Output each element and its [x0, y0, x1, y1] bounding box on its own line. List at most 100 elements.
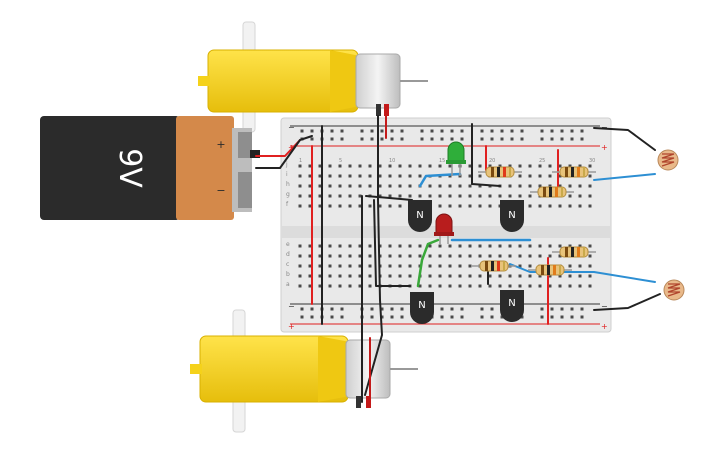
rail-hole[interactable] [570, 307, 574, 311]
rail-hole[interactable] [580, 307, 584, 311]
rail-hole[interactable] [460, 129, 464, 133]
breadboard-hole[interactable] [468, 164, 472, 168]
breadboard-hole[interactable] [438, 184, 442, 188]
rail-hole[interactable] [480, 307, 484, 311]
transistor-2[interactable]: N [500, 200, 524, 232]
breadboard-hole[interactable] [368, 264, 372, 268]
breadboard-hole[interactable] [398, 204, 402, 208]
breadboard-hole[interactable] [338, 284, 342, 288]
breadboard-hole[interactable] [448, 164, 452, 168]
wire-ldr-bottom-black[interactable] [593, 293, 661, 311]
rail-hole[interactable] [480, 129, 484, 133]
breadboard-hole[interactable] [328, 194, 332, 198]
breadboard-hole[interactable] [578, 204, 582, 208]
breadboard-hole[interactable] [398, 184, 402, 188]
breadboard-hole[interactable] [308, 254, 312, 258]
breadboard-hole[interactable] [388, 194, 392, 198]
rail-hole[interactable] [550, 315, 554, 319]
breadboard-hole[interactable] [308, 204, 312, 208]
breadboard-hole[interactable] [528, 254, 532, 258]
breadboard-hole[interactable] [428, 254, 432, 258]
breadboard-hole[interactable] [438, 254, 442, 258]
rail-hole[interactable] [480, 137, 484, 141]
breadboard-hole[interactable] [548, 164, 552, 168]
rail-hole[interactable] [580, 137, 584, 141]
rail-hole[interactable] [400, 315, 404, 319]
resistor-2[interactable] [530, 186, 574, 198]
breadboard-hole[interactable] [318, 254, 322, 258]
breadboard-hole[interactable] [498, 194, 502, 198]
breadboard-hole[interactable] [338, 174, 342, 178]
breadboard-hole[interactable] [368, 274, 372, 278]
rail-hole[interactable] [370, 129, 374, 133]
rail-hole[interactable] [520, 137, 524, 141]
breadboard-hole[interactable] [588, 164, 592, 168]
breadboard-hole[interactable] [458, 204, 462, 208]
breadboard-hole[interactable] [398, 264, 402, 268]
battery-9v[interactable]: 9V + − [40, 116, 260, 220]
breadboard-hole[interactable] [538, 184, 542, 188]
breadboard-hole[interactable] [408, 174, 412, 178]
rail-hole[interactable] [450, 315, 454, 319]
rail-hole[interactable] [490, 137, 494, 141]
rail-hole[interactable] [400, 307, 404, 311]
led-green[interactable] [446, 141, 466, 176]
rail-hole[interactable] [440, 129, 444, 133]
breadboard-hole[interactable] [468, 174, 472, 178]
breadboard-hole[interactable] [548, 174, 552, 178]
breadboard-hole[interactable] [498, 164, 502, 168]
breadboard-hole[interactable] [558, 204, 562, 208]
breadboard-hole[interactable] [388, 244, 392, 248]
breadboard-hole[interactable] [588, 284, 592, 288]
breadboard-hole[interactable] [398, 244, 402, 248]
rail-hole[interactable] [540, 129, 544, 133]
breadboard-hole[interactable] [448, 184, 452, 188]
breadboard-hole[interactable] [378, 184, 382, 188]
breadboard-hole[interactable] [508, 254, 512, 258]
breadboard-hole[interactable] [398, 164, 402, 168]
rail-hole[interactable] [380, 315, 384, 319]
breadboard-hole[interactable] [308, 274, 312, 278]
breadboard-hole[interactable] [458, 254, 462, 258]
rail-hole[interactable] [460, 315, 464, 319]
breadboard-hole[interactable] [508, 164, 512, 168]
breadboard-hole[interactable] [398, 194, 402, 198]
breadboard-hole[interactable] [588, 254, 592, 258]
rail-hole[interactable] [500, 137, 504, 141]
rail-hole[interactable] [400, 137, 404, 141]
breadboard-hole[interactable] [358, 174, 362, 178]
breadboard-hole[interactable] [318, 244, 322, 248]
breadboard-hole[interactable] [538, 274, 542, 278]
transistor-3[interactable]: N [410, 292, 434, 324]
breadboard-hole[interactable] [428, 264, 432, 268]
breadboard-hole[interactable] [448, 244, 452, 248]
led-red[interactable] [434, 213, 454, 244]
rail-hole[interactable] [550, 307, 554, 311]
breadboard-hole[interactable] [528, 264, 532, 268]
rail-hole[interactable] [580, 129, 584, 133]
breadboard-hole[interactable] [508, 244, 512, 248]
breadboard-hole[interactable] [498, 254, 502, 258]
breadboard-hole[interactable] [418, 254, 422, 258]
rail-hole[interactable] [550, 129, 554, 133]
breadboard-hole[interactable] [538, 254, 542, 258]
breadboard-hole[interactable] [438, 274, 442, 278]
breadboard-hole[interactable] [318, 274, 322, 278]
rail-hole[interactable] [460, 307, 464, 311]
rail-hole[interactable] [440, 315, 444, 319]
resistor-5[interactable] [472, 260, 516, 272]
breadboard-hole[interactable] [588, 264, 592, 268]
breadboard-hole[interactable] [538, 204, 542, 208]
breadboard-hole[interactable] [548, 244, 552, 248]
breadboard-hole[interactable] [298, 204, 302, 208]
rail-hole[interactable] [570, 129, 574, 133]
breadboard-hole[interactable] [518, 254, 522, 258]
breadboard-hole[interactable] [418, 244, 422, 248]
breadboard-hole[interactable] [428, 184, 432, 188]
rail-hole[interactable] [570, 137, 574, 141]
breadboard-hole[interactable] [338, 204, 342, 208]
rail-hole[interactable] [440, 307, 444, 311]
breadboard-hole[interactable] [378, 194, 382, 198]
rail-hole[interactable] [430, 129, 434, 133]
breadboard-hole[interactable] [568, 184, 572, 188]
